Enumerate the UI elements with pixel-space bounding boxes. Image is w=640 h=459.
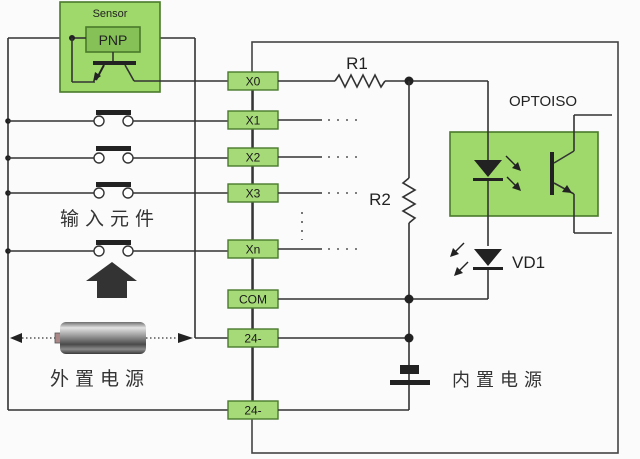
r1-resistor [334, 73, 386, 89]
switch-x3[interactable] [5, 182, 228, 199]
battery-plate-short [400, 365, 419, 374]
external-power-source [10, 322, 193, 354]
optocoupler-box [449, 131, 599, 217]
pnp-label: PNP [99, 32, 128, 48]
svg-text:Xn: Xn [246, 243, 261, 257]
terminal-x0[interactable]: X0 [227, 71, 279, 91]
r2-label: R2 [369, 190, 391, 209]
switch-x2[interactable] [5, 146, 228, 164]
optoiso-label: OPTOISO [509, 93, 577, 110]
terminal-24-minus-a[interactable]: 24- [227, 328, 279, 348]
opto-led-icon [474, 160, 502, 177]
svg-text:X0: X0 [246, 75, 261, 89]
arrow-right-icon [178, 333, 193, 343]
vd1-label: VD1 [512, 253, 545, 272]
terminal-x3[interactable]: X3 [227, 183, 279, 203]
terminal-x1[interactable]: X1 [227, 110, 279, 130]
light-arrow-icon [512, 162, 521, 171]
emitter-arrow-icon [93, 72, 101, 82]
vd1-led [450, 242, 503, 299]
internal-power-label: 内置电源 [452, 370, 548, 391]
terminal-24-minus-b[interactable]: 24- [227, 400, 279, 420]
light-arrow-icon [454, 267, 463, 276]
sensor-block: Sensor PNP [59, 1, 228, 93]
svg-text:X2: X2 [246, 151, 261, 165]
transistor-base-bar [93, 61, 136, 65]
terminal-x2[interactable]: X2 [227, 147, 279, 167]
svg-text:X1: X1 [246, 114, 261, 128]
junction-dot [404, 333, 414, 343]
battery-plate-long [390, 380, 430, 385]
r2-resistor [401, 177, 417, 224]
svg-text:COM: COM [239, 293, 267, 307]
terminal-xn[interactable]: Xn [227, 239, 279, 259]
switch-x1[interactable] [5, 110, 228, 127]
led-diode-icon [474, 249, 502, 266]
r1-label: R1 [346, 54, 368, 73]
terminal-block: X0 X1 X2 X3 Xn COM 24- 24- [227, 71, 279, 420]
internal-battery [278, 365, 430, 411]
light-arrow-icon [450, 248, 459, 257]
optocoupler [449, 81, 612, 246]
sensor-label: Sensor [93, 8, 128, 20]
svg-text:24-: 24- [244, 332, 261, 346]
input-switches [5, 110, 228, 298]
emitter-arrow-icon [562, 185, 572, 193]
press-arrow-icon [86, 262, 137, 298]
svg-text:24-: 24- [244, 404, 261, 418]
light-arrow-icon [512, 182, 521, 191]
svg-text:X3: X3 [246, 187, 261, 201]
phototransistor-base [550, 152, 554, 195]
pnp-box [85, 26, 141, 53]
arrow-left-icon [10, 333, 22, 343]
battery-cylinder-icon [60, 322, 146, 354]
junction-dot [404, 294, 414, 304]
switch-xn[interactable] [5, 240, 228, 257]
terminal-com[interactable]: COM [227, 289, 279, 309]
external-power-label: 外置电源 [50, 368, 150, 390]
input-devices-label: 输入元件 [60, 208, 160, 230]
